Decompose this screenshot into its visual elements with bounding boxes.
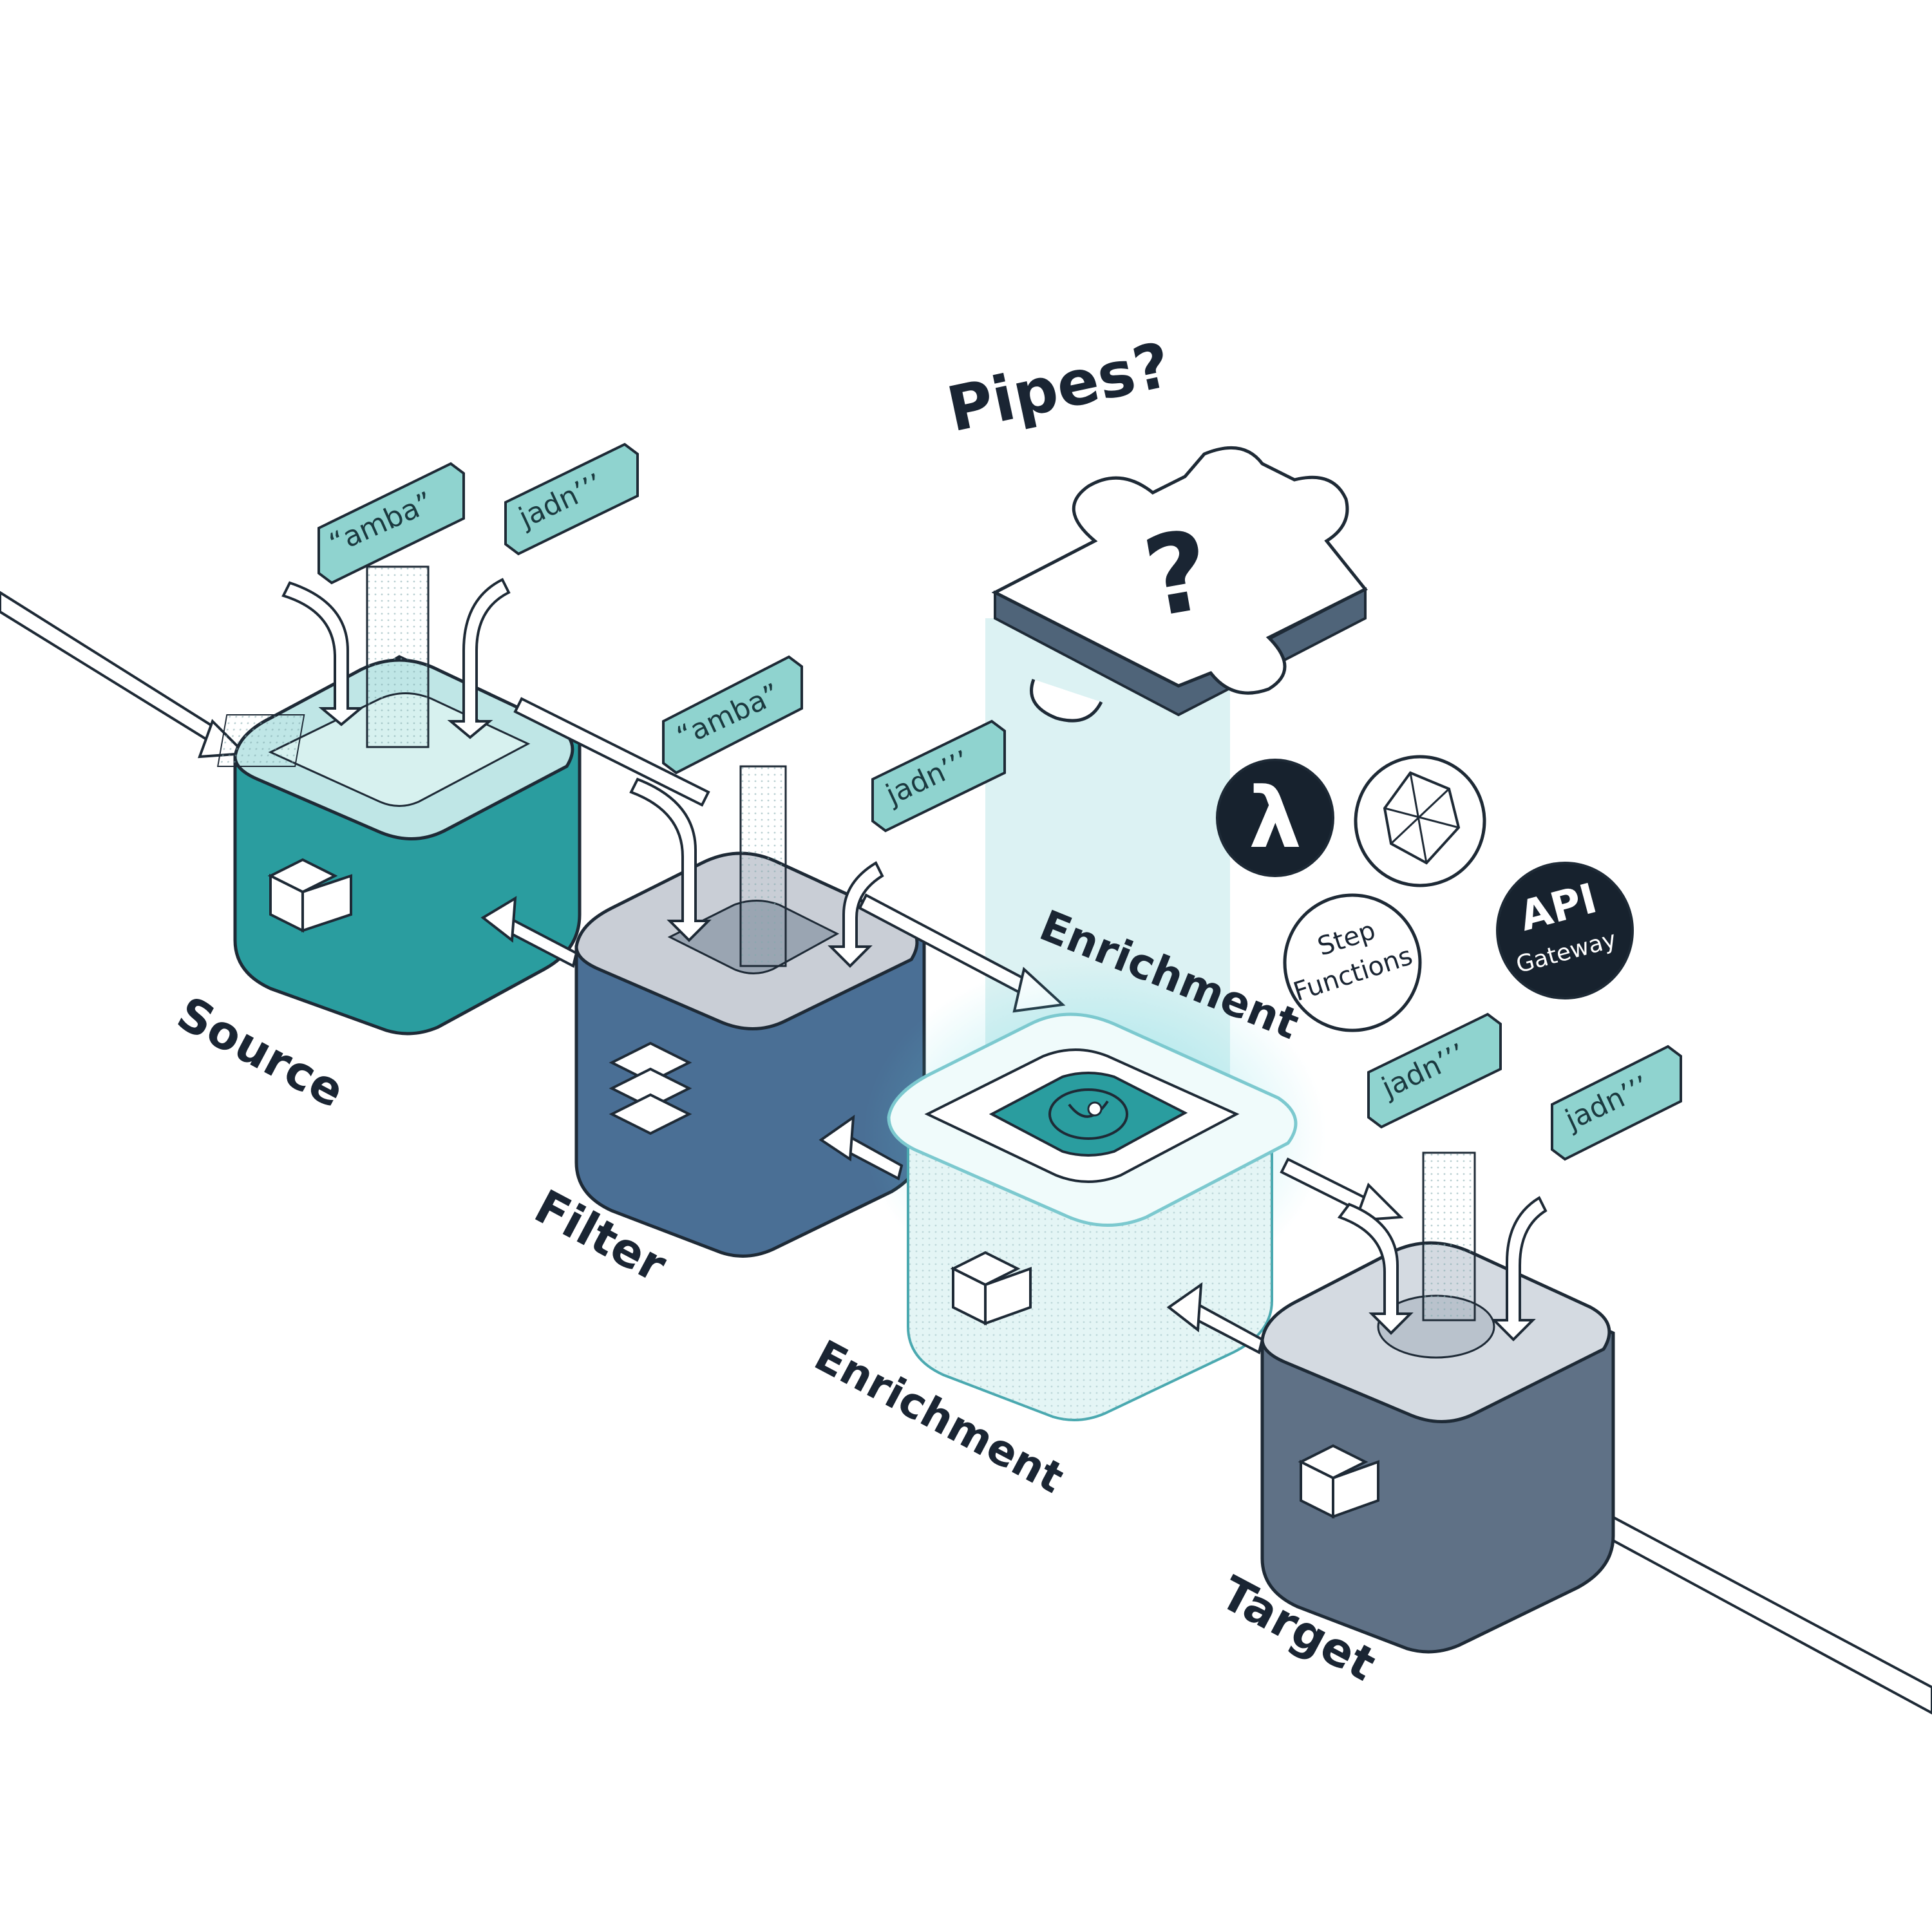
tag-source-jadn: jadn’’’ bbox=[504, 442, 639, 556]
filter-to-source-arrow bbox=[480, 896, 578, 968]
filter-inbound-arrows bbox=[629, 765, 884, 968]
target-cube[interactable] bbox=[1260, 1241, 1615, 1654]
input-flow-arrow bbox=[0, 591, 248, 759]
box-icon-enrichment bbox=[950, 1251, 1032, 1326]
box-icon-target bbox=[1298, 1444, 1379, 1519]
polyhedron-icon bbox=[1354, 755, 1486, 887]
source-to-filter-arrow bbox=[513, 697, 710, 807]
tag-filter-jadn: jadn’’’ bbox=[871, 719, 1006, 833]
enrichment-cube[interactable] bbox=[863, 960, 1327, 1421]
enrichment-core-icon bbox=[1048, 1088, 1128, 1140]
source-inbound-arrows bbox=[281, 565, 511, 748]
source-cube[interactable] bbox=[216, 655, 582, 1036]
tag-target-jadn-2: jadn’’’ bbox=[1551, 1045, 1682, 1161]
tag-source-amba: “amba” bbox=[317, 462, 465, 585]
lambda-icon: λ bbox=[1216, 759, 1334, 877]
layers-icon bbox=[609, 1041, 692, 1135]
tag-target-jadn-1: jadn’’’ bbox=[1367, 1012, 1502, 1129]
target-to-enrichment-arrow bbox=[1166, 1282, 1264, 1354]
svg-text:λ: λ bbox=[1249, 769, 1302, 867]
tag-filter-amba: “amba” bbox=[662, 655, 803, 775]
step-functions-icon: Step Functions bbox=[1283, 893, 1422, 1032]
puzzle-piece: ? bbox=[991, 446, 1368, 723]
api-gateway-icon: API Gateway bbox=[1496, 862, 1634, 999]
diagram-title: Pipes? bbox=[941, 328, 1177, 446]
target-inbound-arrows bbox=[1337, 1151, 1548, 1341]
enrichment-to-filter-arrow bbox=[819, 1114, 904, 1180]
box-icon bbox=[267, 858, 352, 933]
